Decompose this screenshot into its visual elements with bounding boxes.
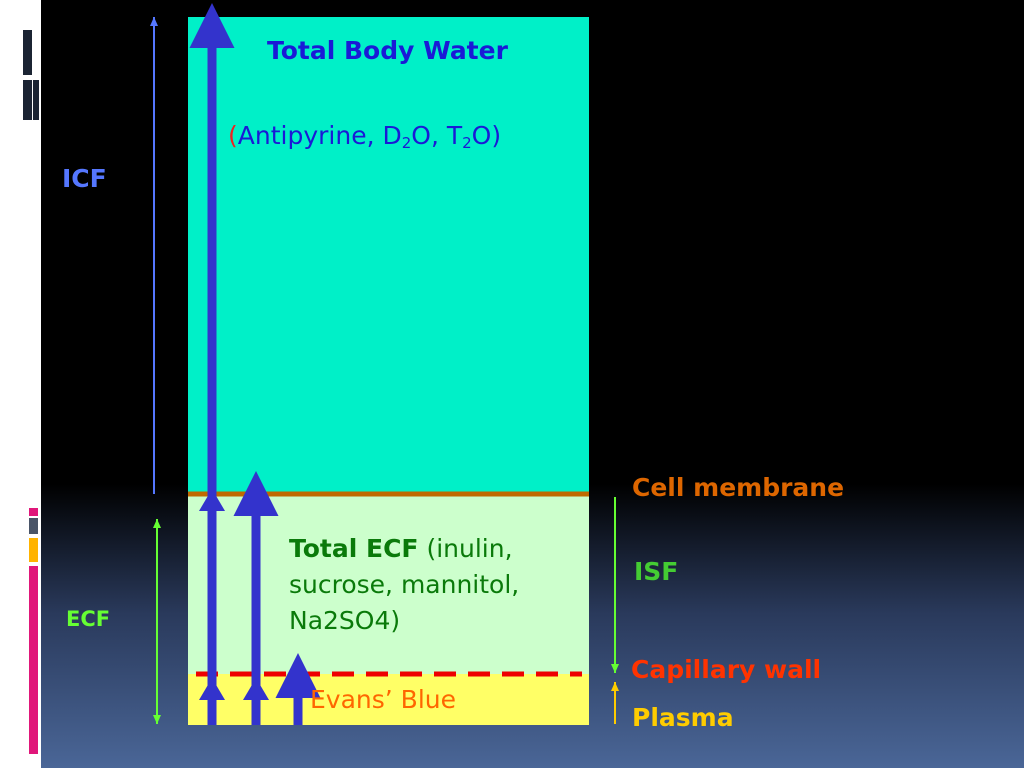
icf-label: ICF — [62, 164, 107, 193]
ecf-markers-line-3: Na2SO4) — [289, 606, 401, 635]
deco-bar-dark-2 — [23, 80, 32, 120]
deco-bar-gray — [29, 518, 38, 534]
tbw-markers-part-a: Antipyrine, D — [237, 121, 402, 150]
tbw-subscript-1: 2 — [401, 133, 412, 152]
capillary-wall-label: Capillary wall — [631, 655, 822, 684]
tbw-open-paren: ( — [228, 121, 238, 150]
tbw-title: Total Body Water — [267, 36, 508, 65]
plasma-label: Plasma — [632, 703, 734, 732]
ecf-title: Total ECF — [289, 534, 419, 563]
deco-bar-pink-long — [29, 566, 38, 754]
ecf-markers-line-1: (inulin, — [418, 534, 513, 563]
tbw-arrowhead-plasma — [199, 678, 225, 700]
total-body-water-region — [188, 17, 589, 493]
tbw-markers: (Antipyrine, D2O, T2O) — [228, 121, 501, 150]
tbw-markers-part-b: O, T — [411, 121, 463, 150]
deco-bar-orange — [29, 538, 38, 562]
deco-bar-dark-3 — [33, 80, 39, 120]
deco-bar-dark-1 — [23, 30, 32, 75]
ecf-markers-block: Total ECF (inulin, sucrose, mannitol, Na… — [289, 531, 519, 639]
ecf-label: ECF — [66, 607, 111, 631]
deco-bar-pink-small — [29, 508, 38, 516]
cell-membrane-label: Cell membrane — [632, 473, 845, 502]
tbw-subscript-2: 2 — [462, 133, 472, 152]
ecf-markers-line-2: sucrose, mannitol, — [289, 570, 520, 599]
ecf-arrowhead-plasma — [243, 678, 269, 700]
tbw-markers-part-c: O) — [471, 121, 502, 150]
tbw-arrowhead-membrane — [199, 489, 225, 511]
evans-blue-label: Evans’ Blue — [310, 685, 456, 714]
isf-label: ISF — [634, 557, 679, 586]
